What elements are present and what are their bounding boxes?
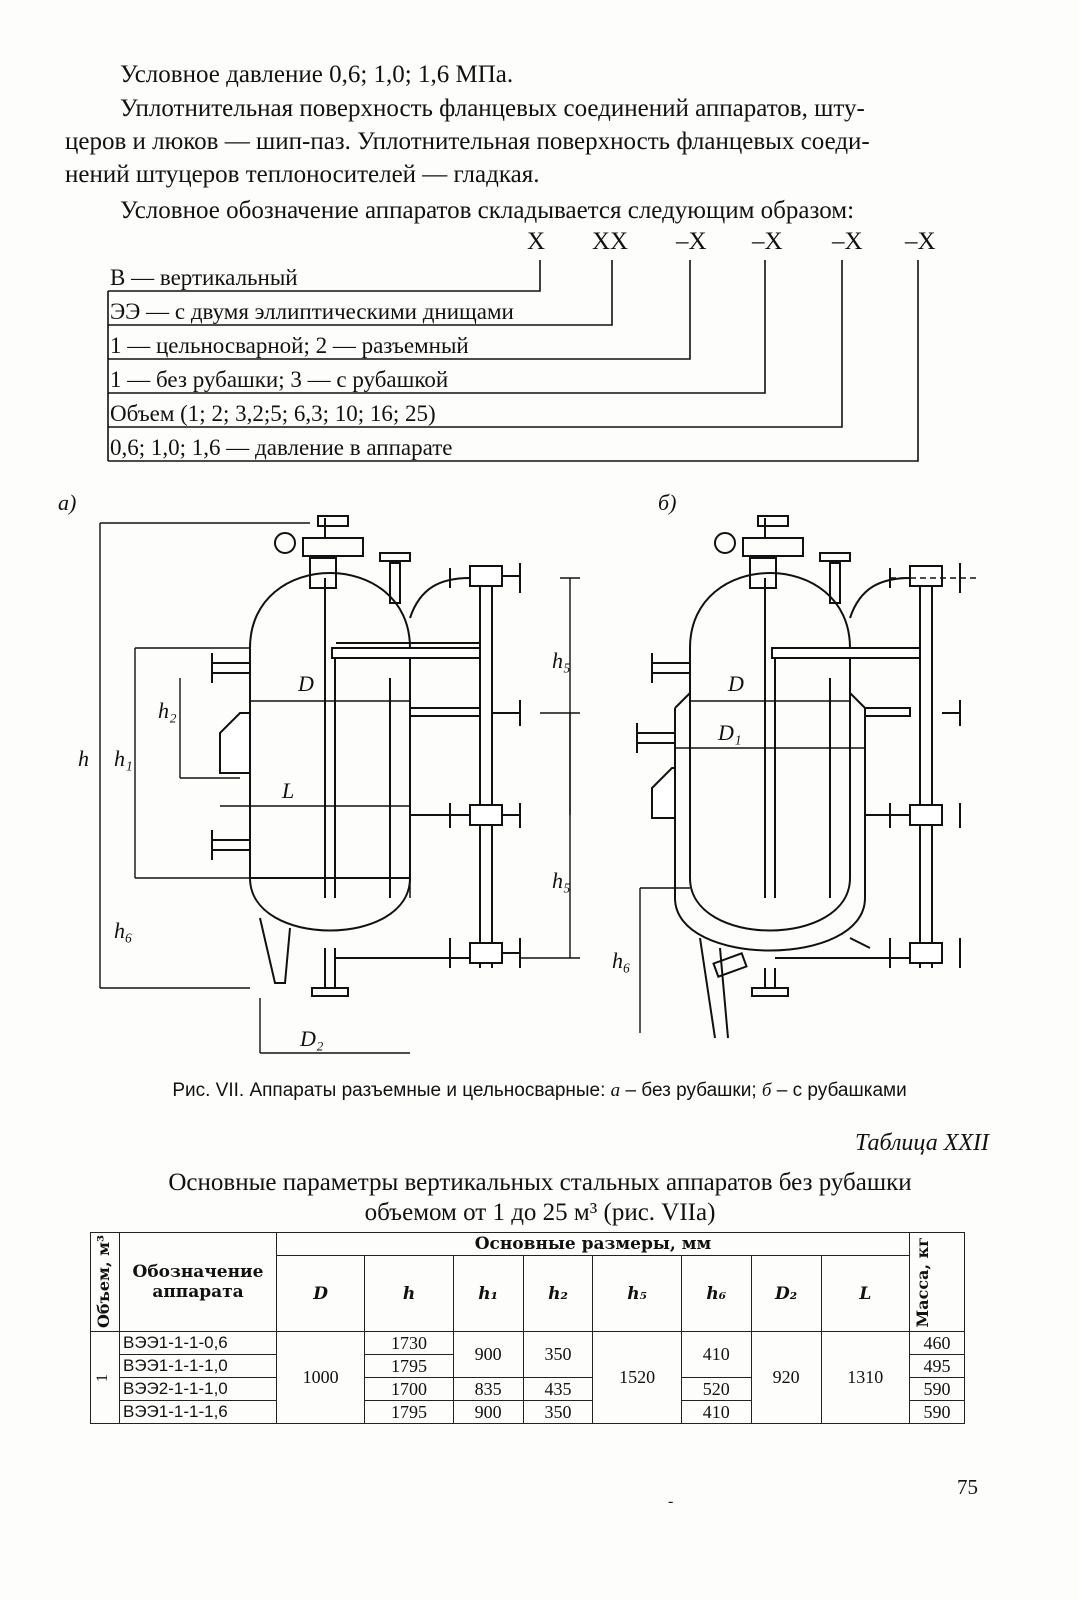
cell-d2: 920	[750, 1331, 822, 1424]
table-label: Таблица XXII	[854, 1130, 989, 1156]
key-row-3: 1 — цельносварной; 2 — разъемный	[110, 333, 469, 358]
cell-h2: 435	[522, 1377, 594, 1401]
cell-d: 1000	[275, 1331, 366, 1424]
cell-mass: 495	[909, 1354, 965, 1378]
cell-h1: 900	[452, 1331, 524, 1378]
table-row: ВЭЭ1-1-1-1,6 1795 900 350 410 590	[91, 1400, 965, 1424]
parameters-table: Объем, м³ Обозначение аппарата Основные …	[90, 1232, 965, 1424]
paragraph-sealing: Уплотнительная поверхность фланцевых сое…	[65, 92, 1000, 191]
page-number: 75	[957, 1475, 978, 1499]
code-part-2: XX	[592, 228, 629, 255]
code-part-1: X	[527, 228, 546, 255]
dim-label-b-d1: D₁	[718, 720, 742, 745]
figure-label-b: б)	[658, 490, 677, 515]
cell-h: 1700	[364, 1377, 454, 1401]
cell-designation: ВЭЭ2-1-1-1,0	[119, 1377, 277, 1401]
cell-h1: 835	[452, 1377, 524, 1401]
header-col-d: D	[275, 1255, 366, 1332]
caption-prefix: Рис. VII. Аппараты разъемные и цельносва…	[172, 1080, 611, 1101]
code-part-4: –X	[752, 228, 783, 255]
header-mass: Масса, кг	[909, 1232, 965, 1332]
figure-caption: Рис. VII. Аппараты разъемные и цельносва…	[0, 1080, 1079, 1102]
drawing-a-dimensions	[99, 522, 580, 1054]
paragraph-sealing-line2: церов и люков — шип-паз. Уплотнительная …	[65, 128, 870, 155]
cell-mass: 590	[909, 1400, 965, 1424]
cell-volume: 1	[90, 1331, 120, 1424]
key-row-1: В — вертикальный	[110, 265, 298, 290]
key-row-2: ЭЭ — с двумя эллиптическими днищами	[110, 299, 514, 324]
cell-designation: ВЭЭ1-1-1-1,0	[119, 1354, 277, 1378]
header-col-d2: D₂	[750, 1255, 822, 1332]
paragraph-sealing-line3: нений штуцеров теплоносителей — гладкая.	[65, 161, 540, 188]
cell-l: 1310	[820, 1331, 911, 1424]
header-col-h2: h₂	[522, 1255, 594, 1332]
header-col-h1: h₁	[452, 1255, 524, 1332]
cell-h2: 350	[522, 1331, 594, 1378]
cell-designation: ВЭЭ1-1-1-0,6	[119, 1331, 277, 1355]
code-part-6: –X	[905, 228, 936, 255]
caption-letter-b: б	[761, 1080, 772, 1101]
table-row: ВЭЭ2-1-1-1,0 1700 835 435 520 590	[91, 1377, 965, 1401]
key-row-6: 0,6; 1,0; 1,6 — давление в аппарате	[110, 435, 453, 460]
cell-h2: 350	[522, 1400, 594, 1424]
drawing-a-vessel	[211, 515, 521, 997]
code-part-3: –X	[676, 228, 707, 255]
key-row-4: 1 — без рубашки; 3 — с рубашкой	[110, 367, 449, 392]
paragraph-sealing-line1: Уплотнительная поверхность фланцевых сое…	[120, 95, 865, 122]
dim-label-h6: h₆	[114, 918, 133, 943]
table-header-row-2: D h h₁ h₂ h₅ h₆ D₂ L	[91, 1255, 965, 1332]
cell-h1: 900	[452, 1400, 524, 1424]
figure-apparatus: а) б)	[58, 478, 1020, 1068]
cell-h6: 410	[680, 1331, 752, 1378]
header-volume: Объем, м³	[90, 1232, 120, 1332]
table-row: ВЭЭ1-1-1-1,0 1795 495	[91, 1354, 965, 1378]
cell-h: 1795	[364, 1400, 454, 1424]
header-col-l: L	[820, 1255, 911, 1332]
dim-label-l: L	[282, 778, 295, 803]
caption-mid: – без рубашки;	[620, 1080, 762, 1101]
dim-label-h: h	[78, 746, 89, 771]
header-col-h6: h₆	[680, 1255, 752, 1332]
header-designation: Обозначение аппарата	[119, 1232, 277, 1332]
figure-label-a: а)	[58, 490, 77, 515]
table-header-row-1: Объем, м³ Обозначение аппарата Основные …	[90, 1232, 965, 1332]
dim-label-h1: h₁	[114, 746, 133, 771]
paragraph-designation-intro: Условное обозначение аппаратов складывае…	[120, 197, 855, 224]
key-row-5: Объем (1; 2; 3,2;5; 6,3; 10; 16; 25)	[110, 401, 436, 426]
header-col-h: h	[364, 1255, 454, 1332]
dim-label-h5-top: h₅	[552, 648, 571, 673]
cell-h: 1730	[364, 1331, 454, 1355]
code-part-5: –X	[832, 228, 863, 255]
drawing-b-vessel	[636, 515, 961, 1039]
cell-mass: 590	[909, 1377, 965, 1401]
dim-label-d: D	[298, 671, 314, 696]
dim-label-h2: h₂	[158, 698, 177, 723]
drawing-b-dimensions	[639, 577, 980, 1033]
table-title-line1: Основные параметры вертикальных стальных…	[168, 1169, 912, 1196]
cell-h6: 520	[680, 1377, 752, 1401]
table-row: 1 ВЭЭ1-1-1-0,6 1000 1730 900 350 1520 41…	[90, 1331, 965, 1424]
stray-mark: -	[668, 1493, 674, 1510]
paragraph-pressure: Условное давление 0,6; 1,0; 1,6 МПа.	[120, 61, 514, 88]
apparatus-drawings	[99, 515, 980, 1054]
dim-label-b-d: D	[728, 671, 744, 696]
table-title-line2: объемом от 1 до 25 м³ (рис. VIIа)	[364, 1199, 716, 1226]
dim-label-h5-bottom: h₅	[552, 868, 571, 893]
dim-label-d2: D₂	[300, 1026, 324, 1051]
cell-designation: ВЭЭ1-1-1-1,6	[119, 1400, 277, 1424]
dim-label-b-h6: h₆	[612, 948, 631, 973]
header-main-dimensions: Основные размеры, мм	[276, 1232, 910, 1256]
cell-h6: 410	[680, 1400, 752, 1424]
header-col-h5: h₅	[592, 1255, 682, 1332]
cell-mass: 460	[909, 1331, 965, 1355]
cell-h: 1795	[364, 1354, 454, 1378]
cell-h5: 1520	[592, 1331, 682, 1424]
caption-letter-a: а	[610, 1080, 621, 1101]
caption-end: – с рубашками	[771, 1080, 907, 1101]
table-title: Основные параметры вертикальных стальных…	[60, 1168, 1020, 1228]
